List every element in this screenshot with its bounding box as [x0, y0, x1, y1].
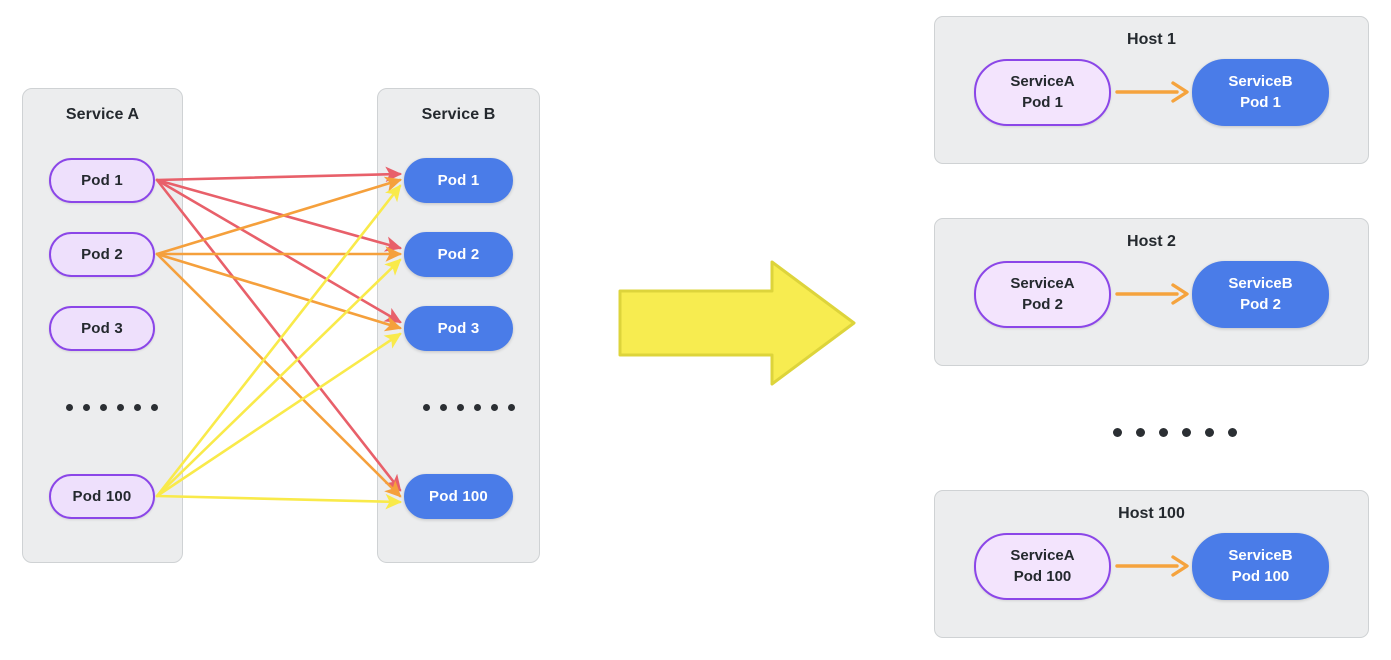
host-target-pod[interactable]: ServiceB Pod 100 [1192, 533, 1329, 600]
host-panel-1: Host 1 ServiceA Pod 1 ServiceB Pod 1 [934, 16, 1369, 164]
service-a-pod-2[interactable]: Pod 2 [49, 232, 155, 277]
host-source-pod[interactable]: ServiceA Pod 1 [974, 59, 1111, 126]
mesh-edge [155, 332, 402, 498]
host-source-line1: ServiceA [1010, 73, 1075, 91]
host-flow-arrow-icon [1115, 283, 1189, 305]
ellipsis-dot [100, 404, 107, 411]
ellipsis-dot [1113, 428, 1122, 437]
host-source-line1: ServiceA [1010, 547, 1075, 565]
host-target-line1: ServiceB [1228, 547, 1293, 565]
mesh-edge [155, 258, 402, 498]
mesh-edge [155, 252, 402, 498]
mesh-edge [155, 178, 402, 324]
service-b-title: Service B [421, 106, 496, 123]
service-b-pod-1[interactable]: Pod 1 [404, 158, 513, 203]
ellipsis-dot [1205, 428, 1214, 437]
transition-arrow-icon [618, 260, 856, 386]
mesh-edge [155, 184, 402, 498]
mesh-edge [155, 178, 402, 492]
ellipsis-dot [134, 404, 141, 411]
host-target-line2: Pod 2 [1240, 295, 1281, 313]
host-panel-100: Host 100 ServiceA Pod 100 ServiceB Pod 1… [934, 490, 1369, 638]
host-target-line1: ServiceB [1228, 275, 1293, 293]
service-a-pod-100[interactable]: Pod 100 [49, 474, 155, 519]
service-a-pod-3[interactable]: Pod 3 [49, 306, 155, 351]
host-title: Host 2 [1127, 233, 1176, 250]
host-target-line1: ServiceB [1228, 73, 1293, 91]
host-target-line2: Pod 100 [1231, 567, 1290, 585]
ellipsis-dot [474, 404, 481, 411]
host-title: Host 1 [1127, 31, 1176, 48]
host-target-line2: Pod 1 [1240, 93, 1281, 111]
ellipsis-dot [440, 404, 447, 411]
service-a-ellipsis [66, 404, 158, 411]
service-b-pod-3[interactable]: Pod 3 [404, 306, 513, 351]
mesh-edge [155, 493, 403, 510]
ellipsis-dot [83, 404, 90, 411]
ellipsis-dot [1136, 428, 1145, 437]
service-b-ellipsis [423, 404, 515, 411]
host-source-line2: Pod 100 [1013, 567, 1072, 585]
host-source-line2: Pod 2 [1022, 295, 1063, 313]
host-source-line2: Pod 1 [1022, 93, 1063, 111]
host-target-pod[interactable]: ServiceB Pod 1 [1192, 59, 1329, 126]
service-b-pod-100[interactable]: Pod 100 [404, 474, 513, 519]
host-flow-arrow-icon [1115, 555, 1189, 577]
host-source-pod[interactable]: ServiceA Pod 2 [974, 261, 1111, 328]
host-source-line1: ServiceA [1010, 275, 1075, 293]
ellipsis-dot [491, 404, 498, 411]
service-a-pod-1[interactable]: Pod 1 [49, 158, 155, 203]
ellipsis-dot [423, 404, 430, 411]
ellipsis-dot [66, 404, 73, 411]
ellipsis-dot [1182, 428, 1191, 437]
host-target-pod[interactable]: ServiceB Pod 2 [1192, 261, 1329, 328]
host-panel-2: Host 2 ServiceA Pod 2 ServiceB Pod 2 [934, 218, 1369, 366]
host-flow-arrow-icon [1115, 81, 1189, 103]
ellipsis-dot [1228, 428, 1237, 437]
ellipsis-dot [117, 404, 124, 411]
mesh-edge [155, 166, 403, 183]
ellipsis-dot [508, 404, 515, 411]
host-source-pod[interactable]: ServiceA Pod 100 [974, 533, 1111, 600]
ellipsis-dot [457, 404, 464, 411]
ellipsis-dot [1159, 428, 1168, 437]
hosts-ellipsis [1113, 428, 1237, 437]
mesh-edge [155, 176, 402, 256]
service-a-title: Service A [65, 106, 140, 123]
ellipsis-dot [151, 404, 158, 411]
mesh-edge [155, 252, 402, 332]
mesh-edge [155, 178, 403, 252]
host-title: Host 100 [1118, 505, 1185, 522]
service-b-pod-2[interactable]: Pod 2 [404, 232, 513, 277]
